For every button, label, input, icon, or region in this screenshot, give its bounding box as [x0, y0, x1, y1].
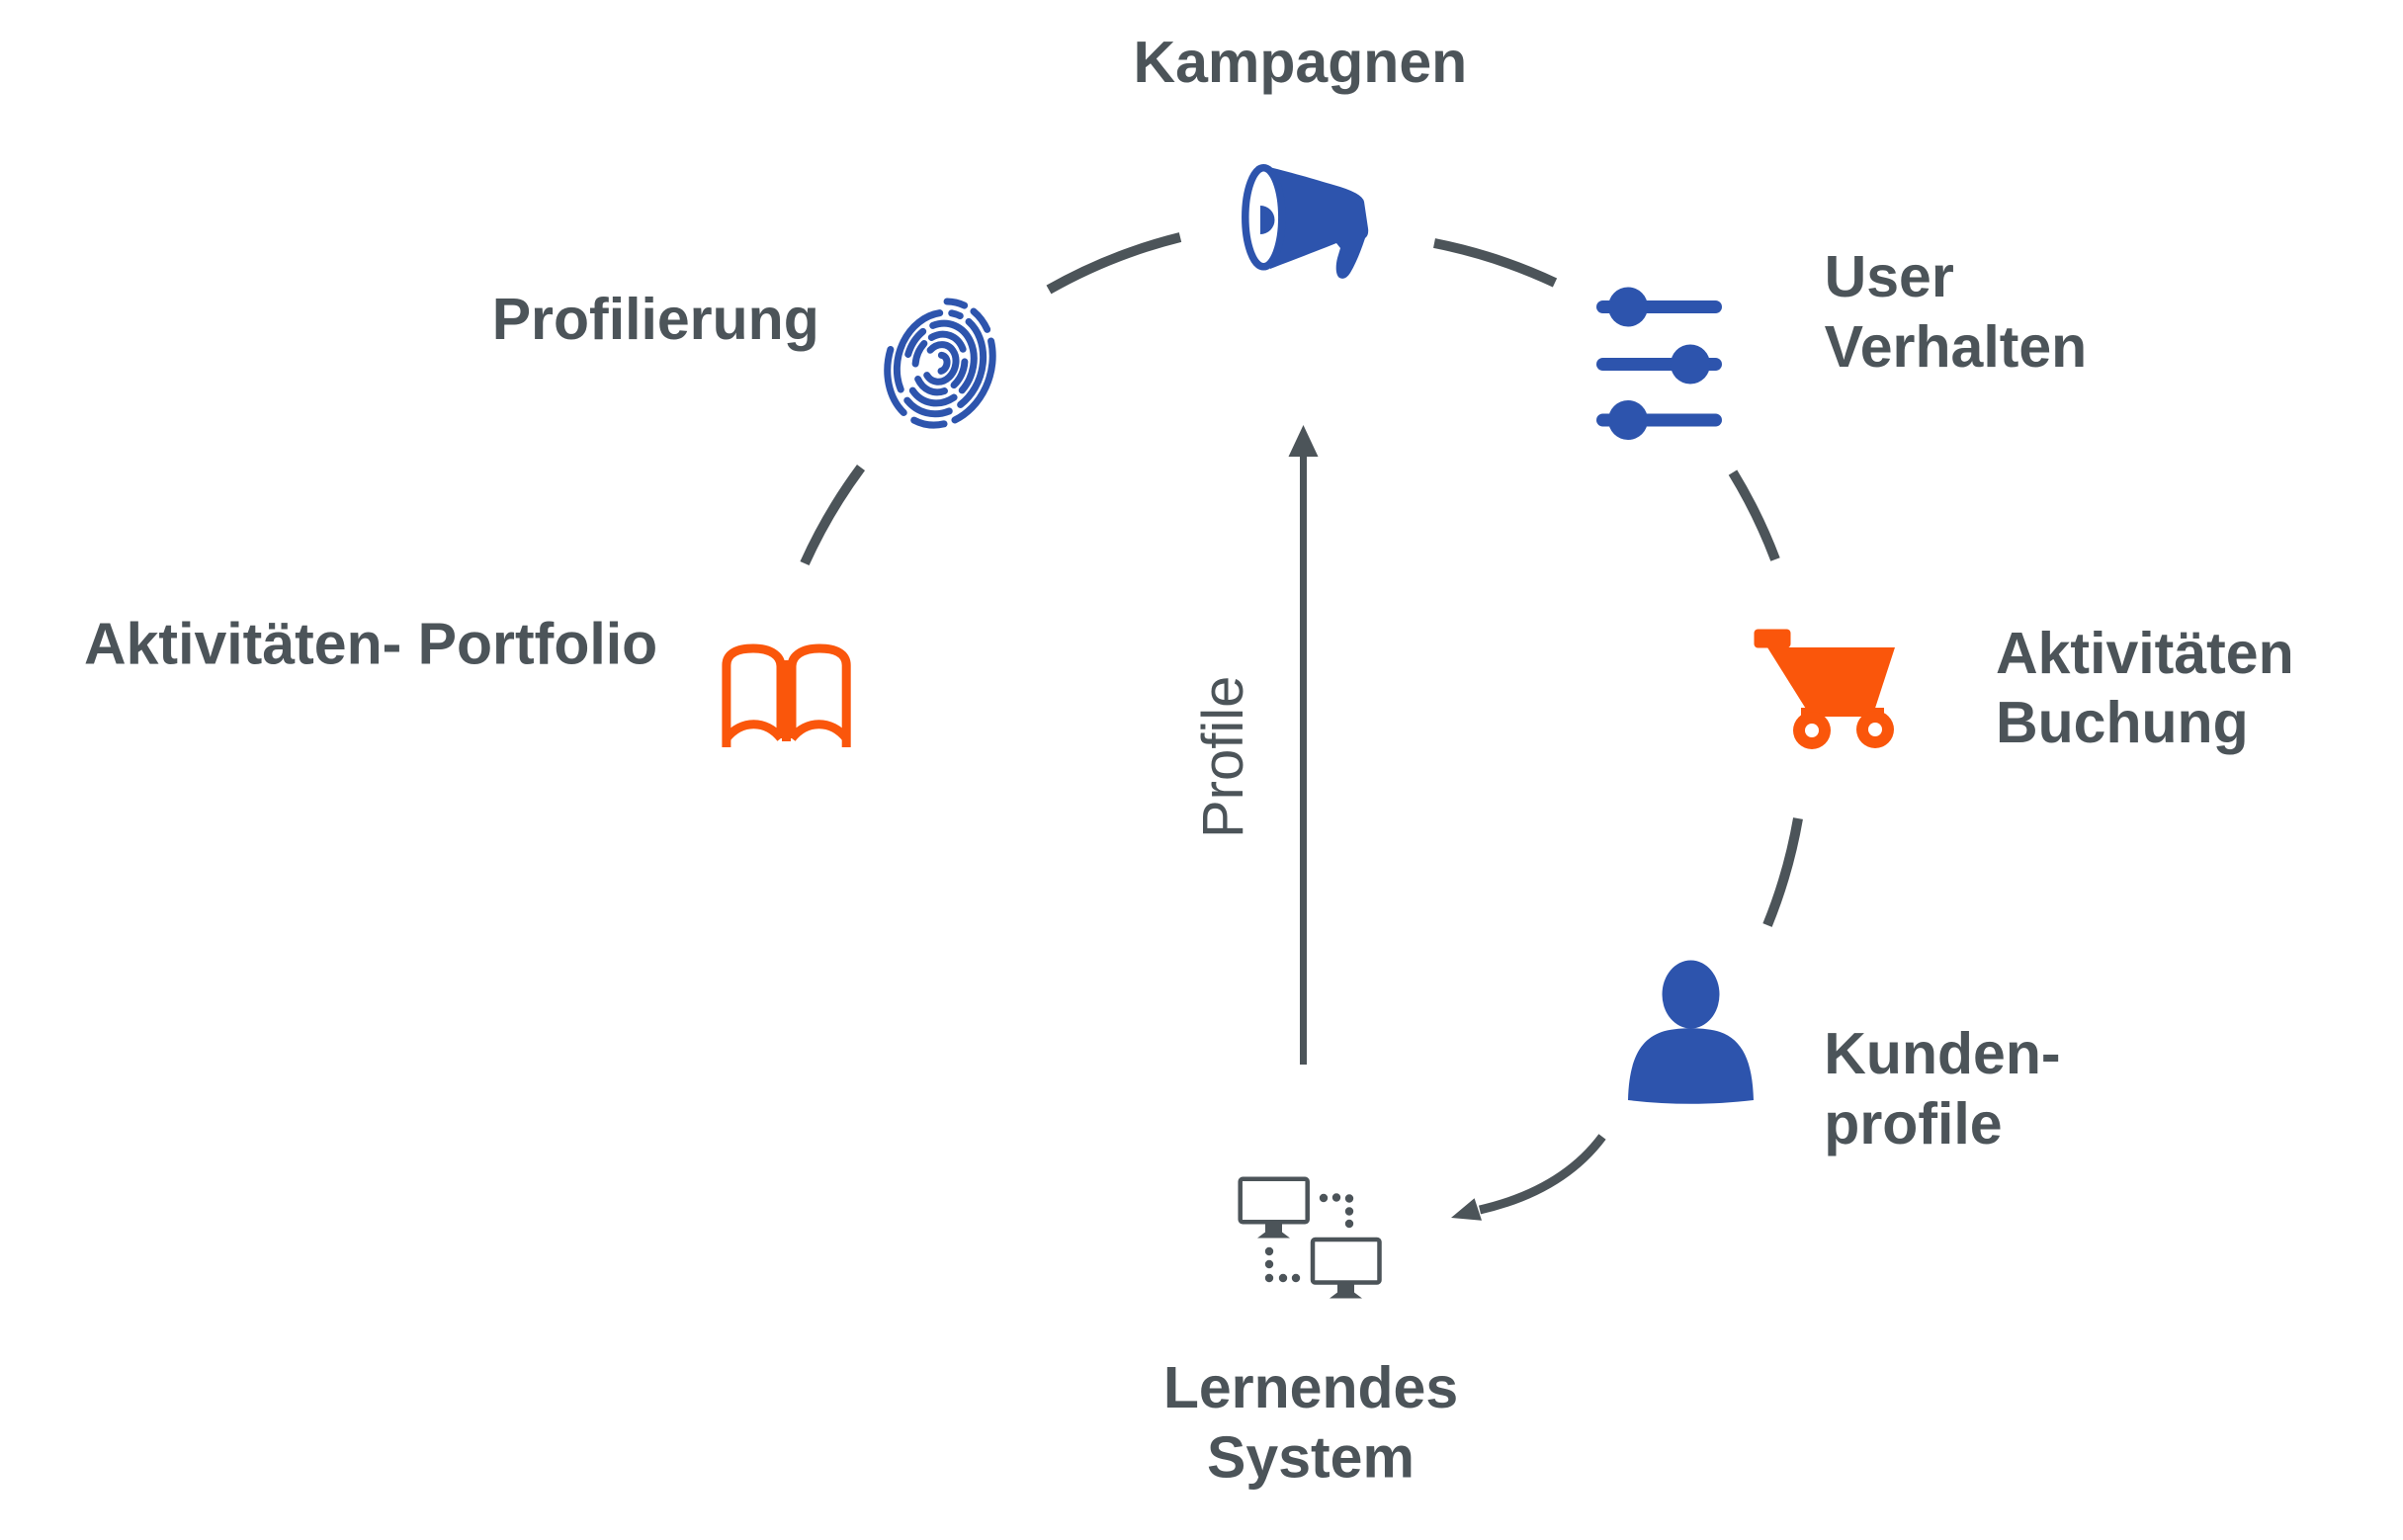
svg-text:Kunden-: Kunden-: [1824, 1021, 2060, 1086]
svg-text:Profile: Profile: [1191, 676, 1255, 838]
svg-text:Kampagnen: Kampagnen: [1134, 30, 1468, 95]
svg-text:Verhalten: Verhalten: [1825, 314, 2088, 380]
svg-text:Buchung: Buchung: [1996, 690, 2249, 755]
svg-text:User: User: [1825, 244, 1954, 309]
svg-text:profile: profile: [1824, 1091, 2002, 1156]
svg-text:Lernendes: Lernendes: [1163, 1355, 1458, 1420]
svg-text:Profilierung: Profilierung: [492, 287, 819, 352]
svg-text:Aktivitäten: Aktivitäten: [1996, 621, 2294, 686]
svg-text:System: System: [1207, 1425, 1415, 1491]
svg-text:Aktivitäten- Portfolio: Aktivitäten- Portfolio: [84, 612, 657, 677]
